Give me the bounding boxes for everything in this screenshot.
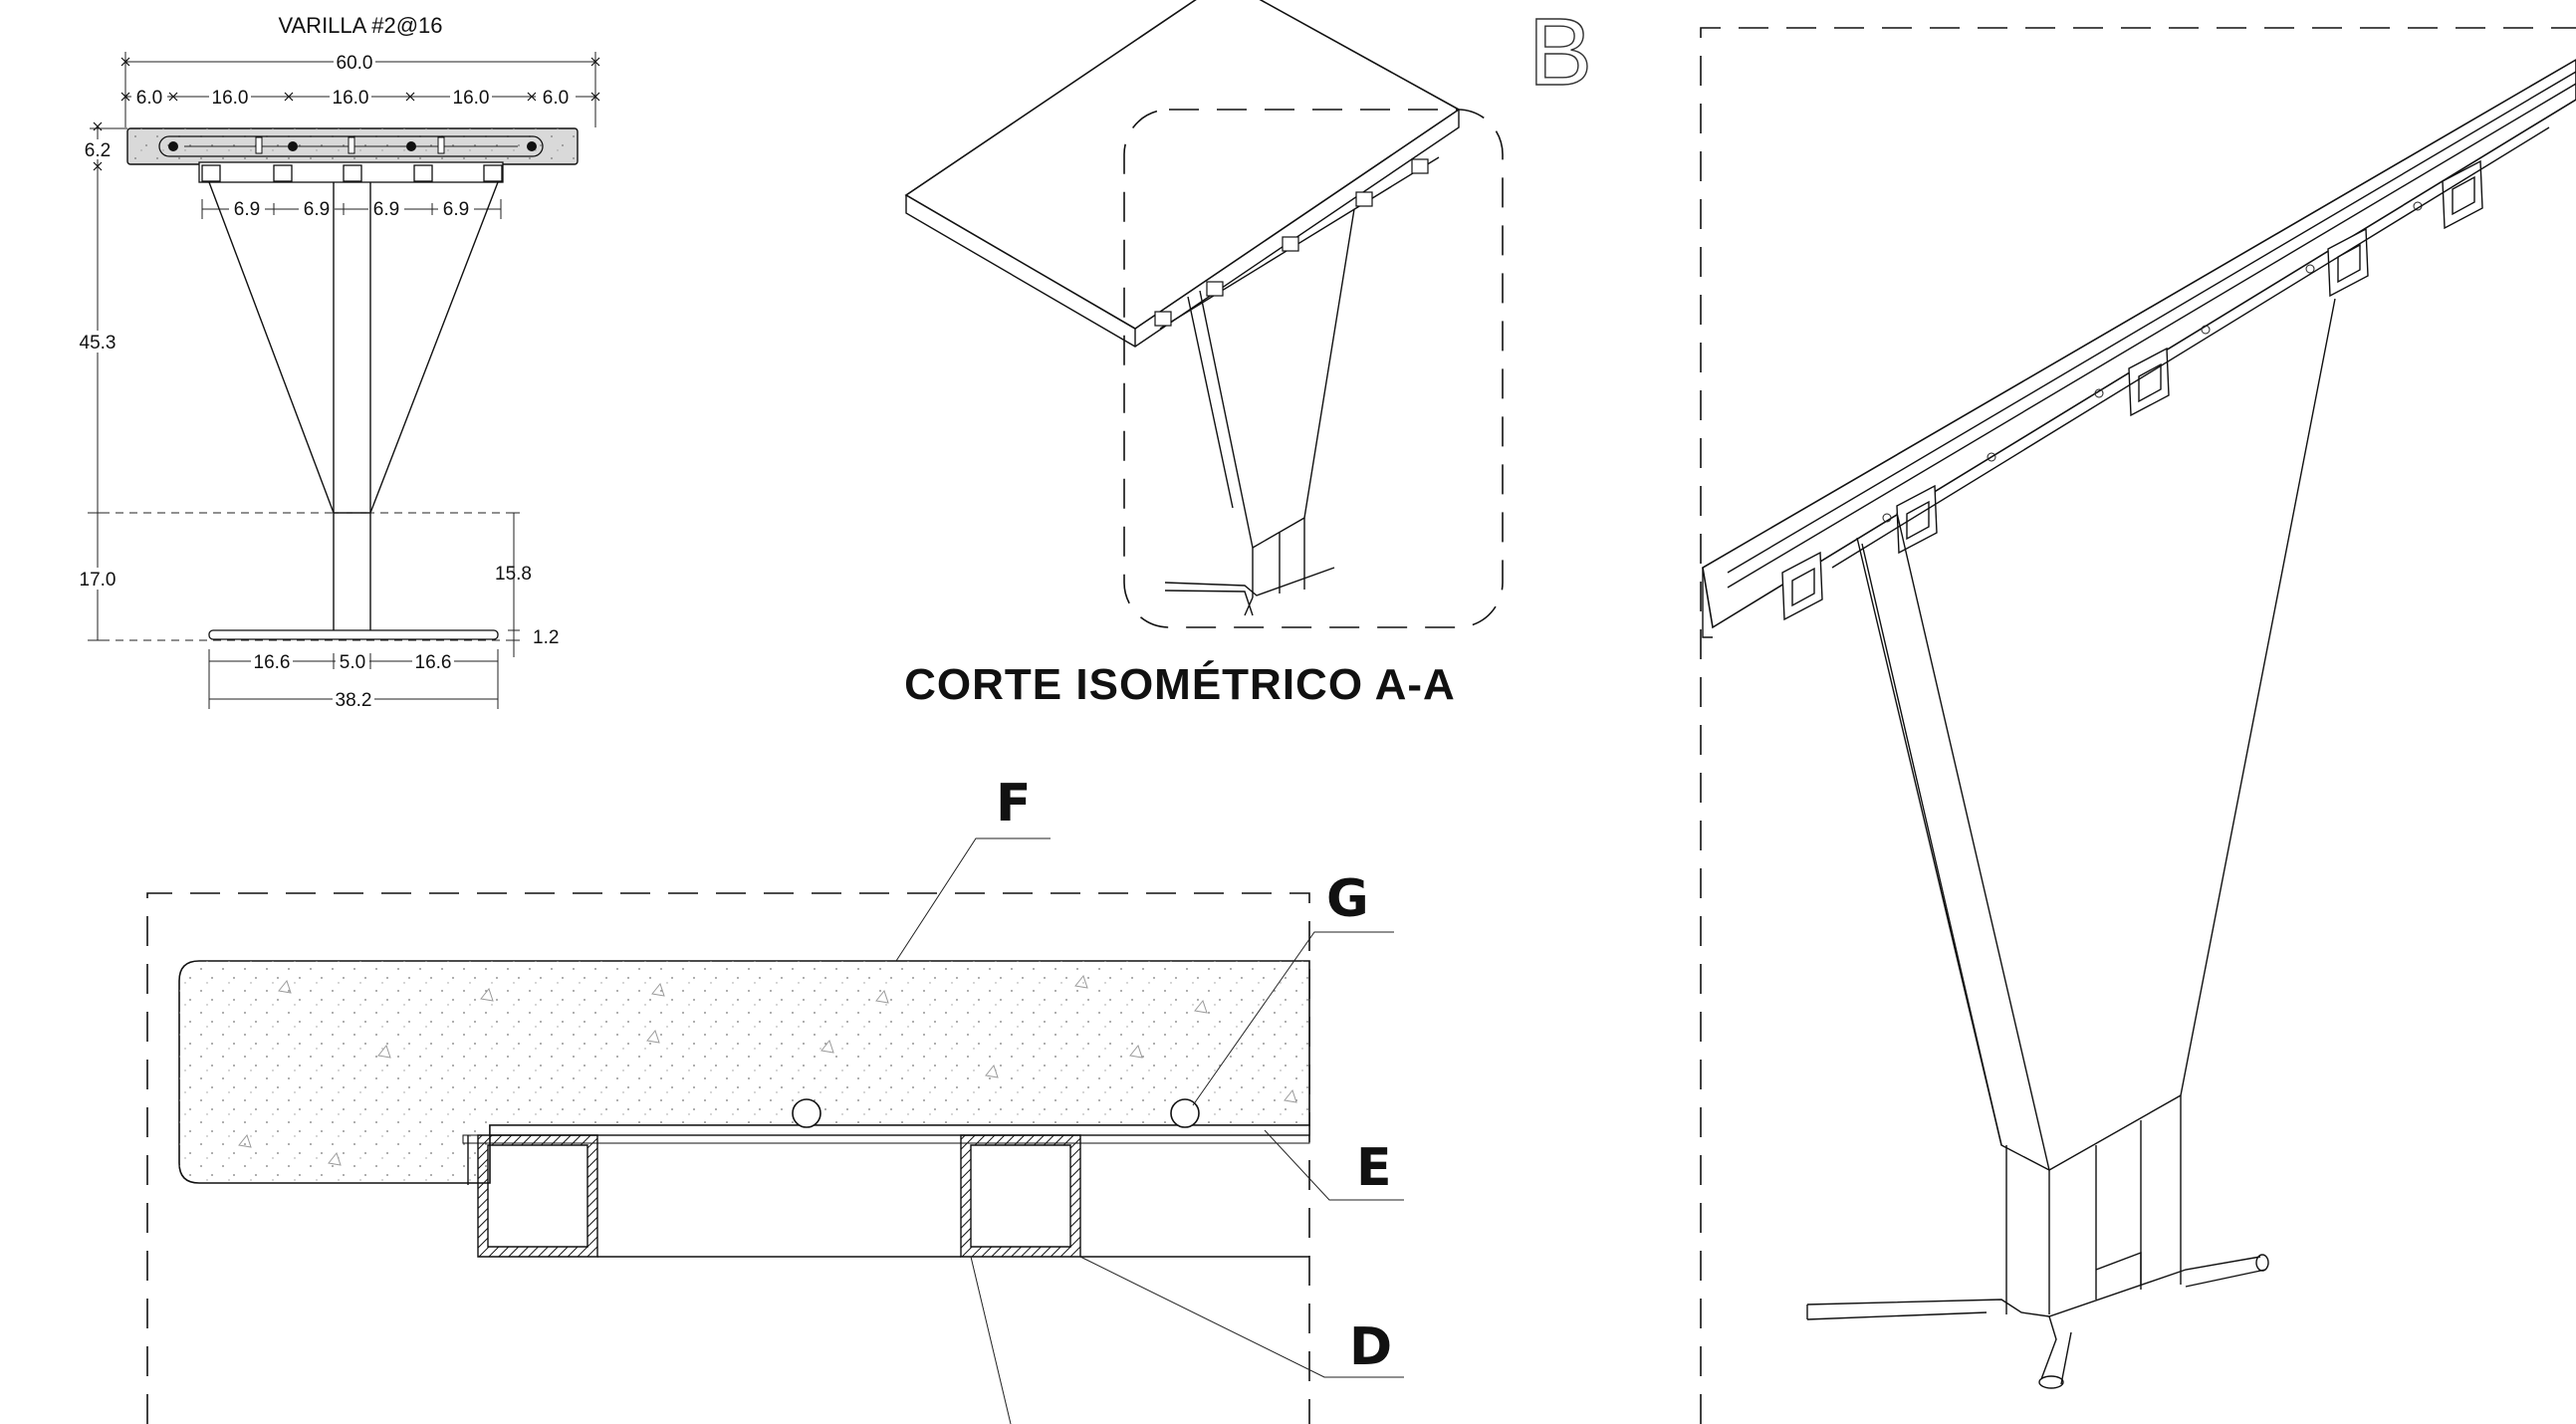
dim-foot-right: 16.6	[415, 652, 452, 673]
dim-base-height: 17.0	[80, 570, 117, 591]
dim-seg-c: 16.0	[333, 88, 369, 109]
detail-b-view	[1700, 27, 2576, 1424]
dim-overall-width: 60.0	[337, 53, 373, 74]
dim-seg-a: 6.0	[136, 88, 162, 109]
dim-tube-2: 6.9	[304, 199, 330, 220]
dim-seg-d: 16.0	[453, 88, 490, 109]
dim-foot-thickness: 1.2	[533, 627, 559, 648]
dim-stem-width: 5.0	[340, 652, 365, 673]
isometric-title: CORTE ISOMÉTRICO A-A	[904, 659, 1456, 709]
dim-tube-4: 6.9	[443, 199, 469, 220]
callout-e: E	[1356, 1138, 1392, 1198]
dim-slab-thickness: 6.2	[85, 140, 111, 161]
detail-section: F G E D	[146, 774, 1404, 1424]
rebar-label: VARILLA #2@16	[278, 13, 442, 38]
detail-mark: B	[1528, 0, 1592, 106]
callout-g: G	[1326, 869, 1369, 929]
dim-seg-b: 16.0	[212, 88, 249, 109]
section-view: VARILLA #2@16 60.0 6.0 16.0 16.0 16.0 6.…	[72, 13, 600, 711]
dim-foot-left: 16.6	[254, 652, 291, 673]
dim-tube-3: 6.9	[373, 199, 399, 220]
dim-seg-e: 6.0	[543, 88, 569, 109]
dim-cone-height: 45.3	[80, 333, 117, 354]
dim-foot-total: 38.2	[336, 690, 372, 711]
callout-d: D	[1349, 1317, 1392, 1377]
isometric-view: CORTE ISOMÉTRICO A-A	[904, 0, 1504, 709]
dim-stem-height: 15.8	[495, 564, 532, 585]
callout-f: F	[996, 774, 1032, 833]
dim-tube-1: 6.9	[234, 199, 260, 220]
